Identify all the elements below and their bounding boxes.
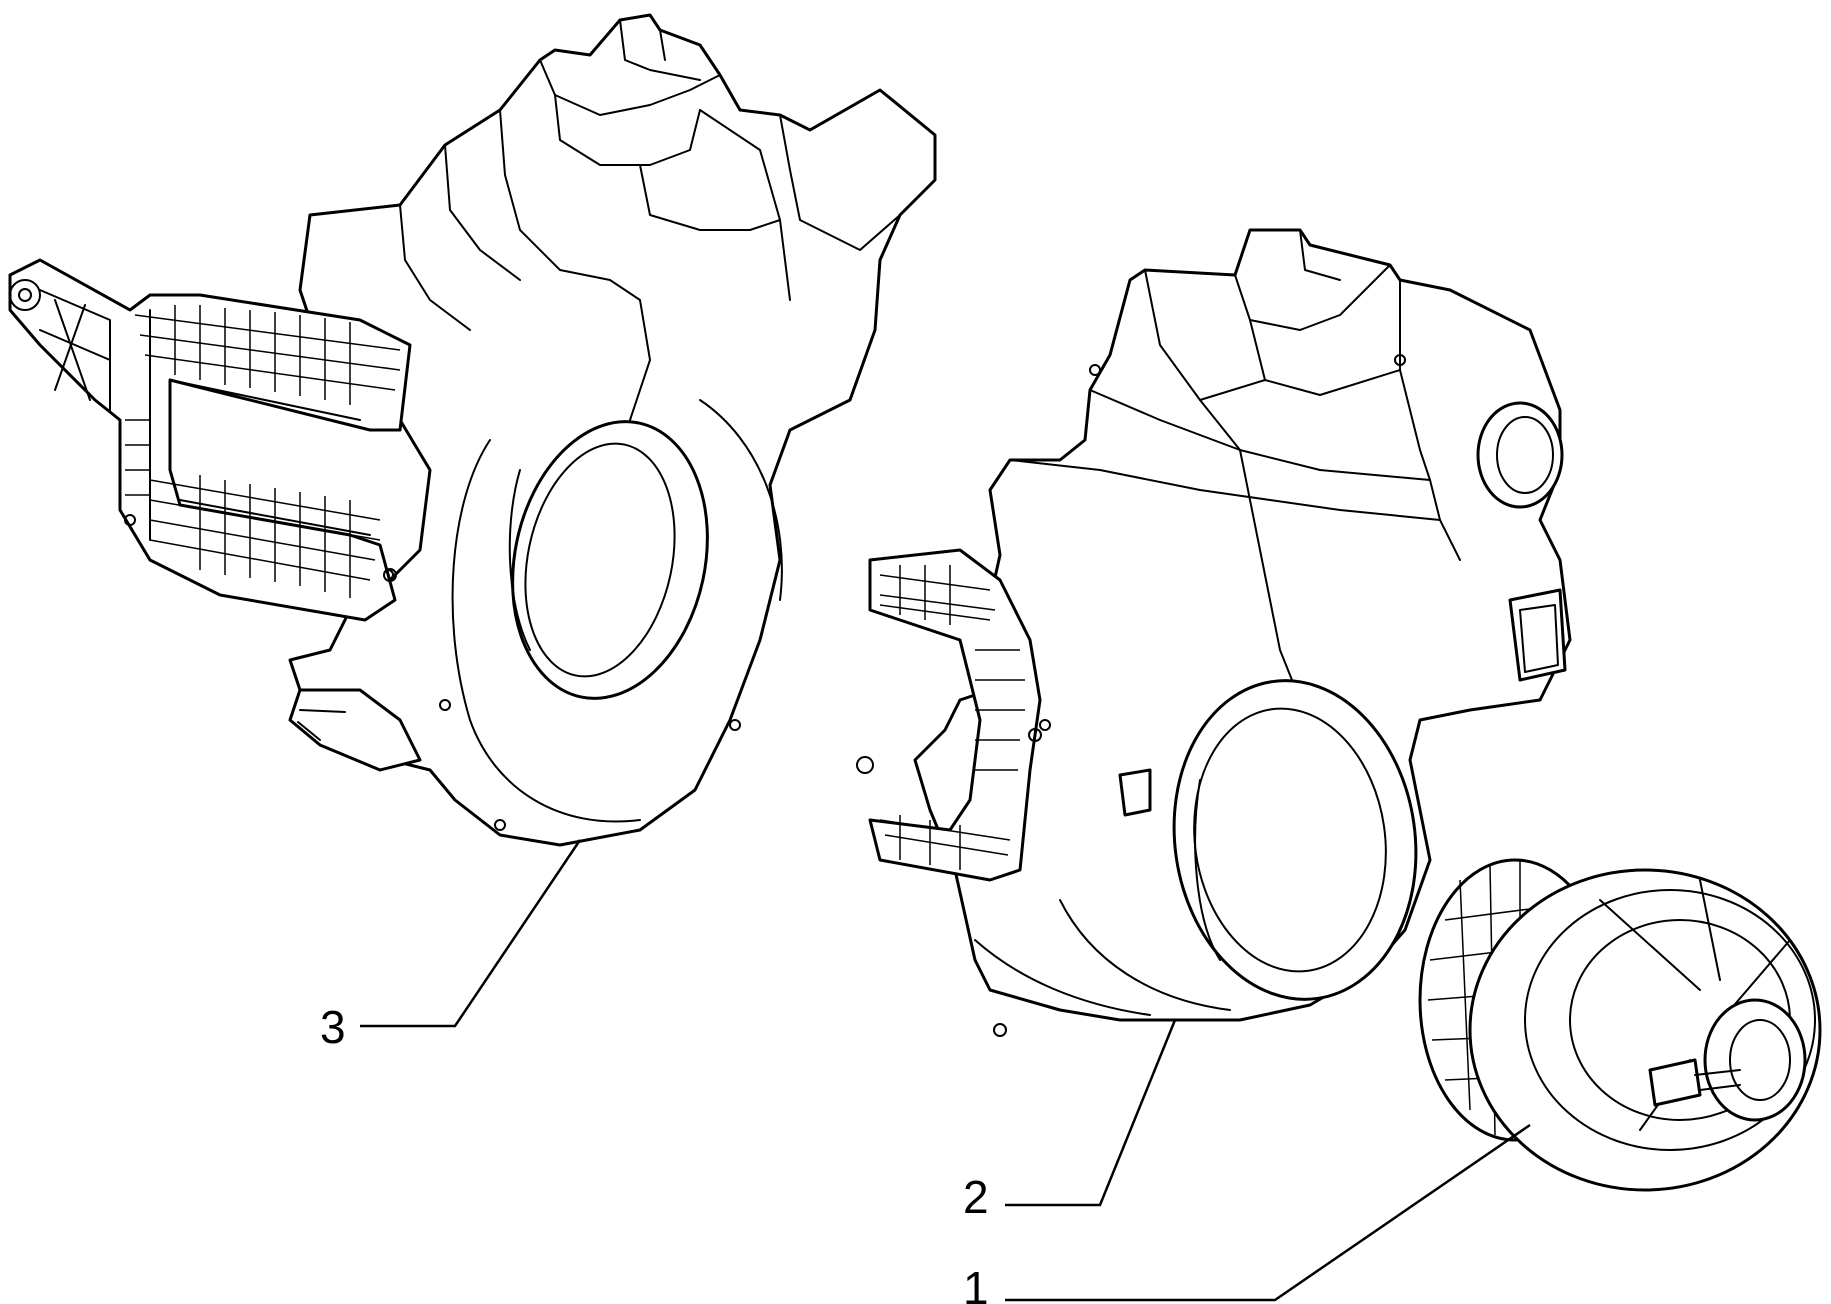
callout-2: 2: [963, 1019, 1177, 1223]
callout-label-3: 3: [320, 1001, 346, 1053]
callout-1: 1: [963, 1123, 1531, 1304]
part-3-housing-half: [288, 13, 937, 847]
callout-label-1: 1: [963, 1262, 989, 1304]
callout-label-2: 2: [963, 1171, 989, 1223]
part-2-housing-half: [913, 228, 1572, 1037]
leader-line-1: [1005, 1123, 1531, 1302]
part-3-mounting-frame: [8, 258, 412, 622]
leader-line-2: [1005, 1019, 1177, 1207]
callout-3: 3: [320, 839, 582, 1053]
leader-line-3: [360, 839, 582, 1028]
part-2-side-frame: [856, 548, 1042, 882]
part-1-blower-fan: [1418, 858, 1822, 1192]
